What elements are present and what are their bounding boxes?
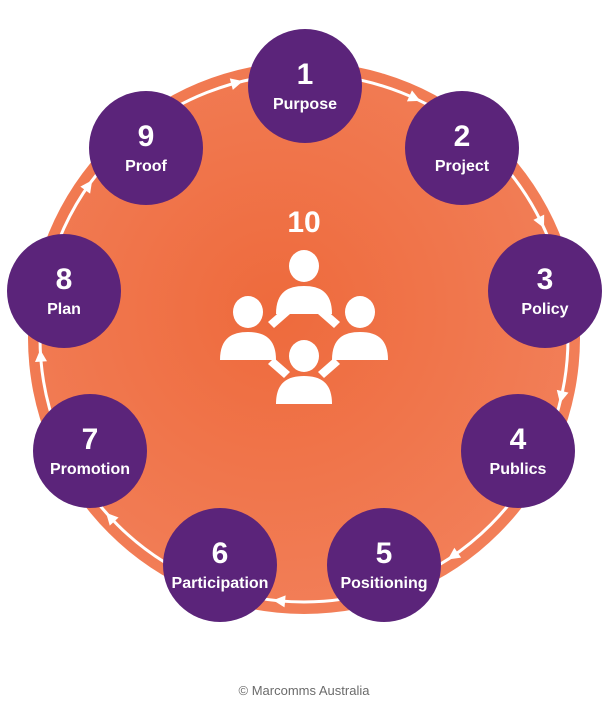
cycle-arrowhead bbox=[273, 595, 286, 608]
step-circle bbox=[7, 234, 121, 348]
step-circle bbox=[89, 91, 203, 205]
step-label: Proof bbox=[125, 158, 167, 175]
center-step-number: 10 bbox=[287, 206, 320, 239]
step-circle bbox=[488, 234, 602, 348]
step-label: Project bbox=[435, 158, 490, 175]
cycle-arrowhead bbox=[80, 180, 93, 194]
cycle-arrows bbox=[35, 78, 569, 608]
step-number: 6 bbox=[212, 537, 229, 570]
step-label: Participation bbox=[172, 575, 269, 592]
step-circle bbox=[33, 394, 147, 508]
cycle-arrowhead bbox=[406, 90, 421, 102]
copyright-text: © Marcomms Australia bbox=[238, 683, 370, 698]
step-label: Promotion bbox=[50, 461, 130, 478]
cycle-arrowhead bbox=[533, 214, 545, 228]
step-number: 4 bbox=[510, 423, 527, 456]
step-number: 3 bbox=[537, 263, 554, 296]
cycle-arrowhead bbox=[447, 547, 462, 560]
cycle-arrowhead bbox=[35, 349, 47, 362]
cycle-arrowhead bbox=[106, 512, 119, 526]
cycle-steps: 1Purpose2Project3Policy4Publics5Position… bbox=[7, 29, 602, 622]
step-number: 5 bbox=[376, 537, 393, 570]
step-circle bbox=[163, 508, 277, 622]
step-number: 2 bbox=[454, 120, 471, 153]
step-label: Publics bbox=[490, 461, 547, 478]
step-label: Policy bbox=[521, 301, 568, 318]
team-people-icon bbox=[220, 250, 388, 404]
step-number: 1 bbox=[297, 58, 314, 91]
step-label: Positioning bbox=[340, 575, 427, 592]
cycle-arrowhead bbox=[556, 389, 569, 403]
step-label: Purpose bbox=[273, 96, 337, 113]
step-circle bbox=[461, 394, 575, 508]
step-number: 7 bbox=[82, 423, 99, 456]
step-number: 8 bbox=[56, 263, 73, 296]
center-step: 10 bbox=[220, 206, 388, 404]
cycle-arrowhead bbox=[229, 78, 243, 90]
step-number: 9 bbox=[138, 120, 155, 153]
step-circle bbox=[405, 91, 519, 205]
step-label: Plan bbox=[47, 301, 81, 318]
step-circle bbox=[248, 29, 362, 143]
step-circle bbox=[327, 508, 441, 622]
